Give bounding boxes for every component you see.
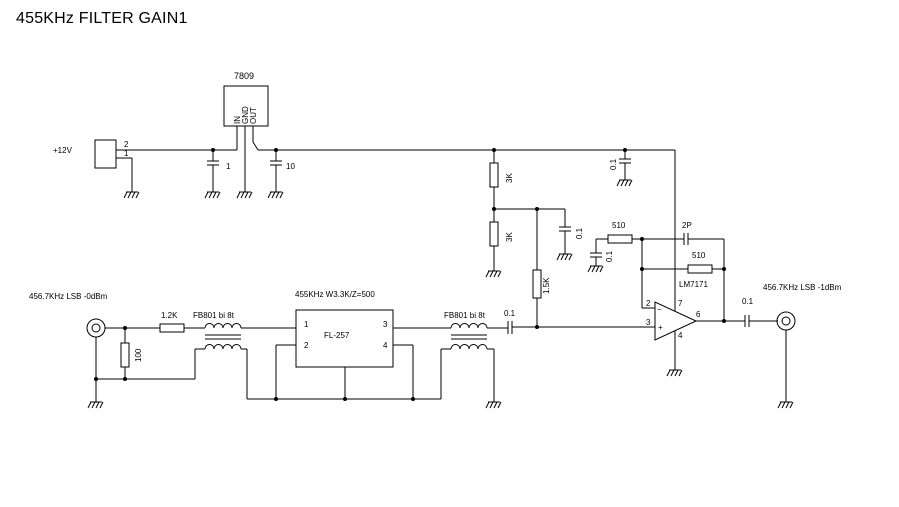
filter-pin4: 4 [383,341,388,350]
resistor-bias-top [489,148,499,222]
resistor-510-a-label: 510 [612,221,626,230]
input-label: 456.7KHz LSB -0dBm [29,292,108,301]
filter-pin3: 3 [383,320,388,329]
cap-couple-in-label: 0.1 [504,309,516,318]
filter-pin1: 1 [304,320,309,329]
output-label: 456.7KHz LSB -1dBm [763,283,842,292]
capacitor-rail [616,148,633,187]
capacitor-couple-in [507,321,537,334]
feedback-network [587,233,726,323]
cap-bias-label: 0.1 [575,227,584,239]
regulator-pin-in: IN [233,116,242,124]
filter-spec: 455KHz W3.3K/Z=500 [295,290,375,299]
opamp-lm7171 [537,301,745,377]
filter-name: FL-257 [324,331,350,340]
regulator-7809 [213,85,675,192]
transformer-left-label: FB801 bi 8t [193,311,235,320]
ground-symbol-power [123,191,140,199]
regulator-pin-gnd: GND [241,106,250,124]
ground-symbol-regulator [236,191,253,199]
cap-2p-label: 2P [682,221,692,230]
transformer-right-label: FB801 bi 8t [444,311,486,320]
output-stage [744,311,796,409]
diagram-title: 455KHz FILTER GAIN1 [16,10,188,27]
resistor-1k2 [159,323,205,333]
resistor-100-label: 100 [134,348,143,362]
power-pin1-label: 1 [124,149,129,158]
cap-reg-in-label: 1 [226,162,231,171]
opamp-pin3: 3 [646,318,651,327]
cap-fb-label: 0.1 [605,250,614,262]
resistor-510-b-label: 510 [692,251,706,260]
input-connector [86,318,160,409]
regulator-pin-out: OUT [249,107,258,124]
capacitor-reg-out [267,148,284,199]
cap-rail-label: 0.1 [609,158,618,170]
resistor-1k5 [532,209,542,329]
filter-pin2: 2 [304,341,309,350]
resistor-bias-bottom-label: 3K [505,232,514,242]
regulator-label: 7809 [234,71,254,81]
capacitor-bias [556,209,573,261]
resistor-100 [96,328,195,381]
opamp-pin4: 4 [678,331,683,340]
opamp-part-label: LM7171 [679,280,708,289]
filter-fl257 [247,309,451,401]
resistor-1k2-label: 1.2K [161,311,178,320]
opamp-pin6: 6 [696,310,701,319]
resistor-bias-top-label: 3K [505,173,514,183]
power-connector: 2 1 [94,139,213,192]
cap-out-label: 0.1 [742,297,754,306]
cap-reg-out-label: 10 [286,162,295,171]
transformer-left [194,323,296,399]
power-pin2-label: 2 [124,140,129,149]
opamp-pin2: 2 [646,299,651,308]
opamp-plus: + [658,323,663,332]
power-label: +12V [53,146,73,155]
resistor-bias-bottom [485,207,502,278]
transformer-right [440,323,508,409]
resistor-1k5-label: 1.5K [542,277,551,294]
capacitor-reg-in [204,148,221,199]
opamp-pin7: 7 [678,299,683,308]
opamp-minus: − [657,305,662,314]
